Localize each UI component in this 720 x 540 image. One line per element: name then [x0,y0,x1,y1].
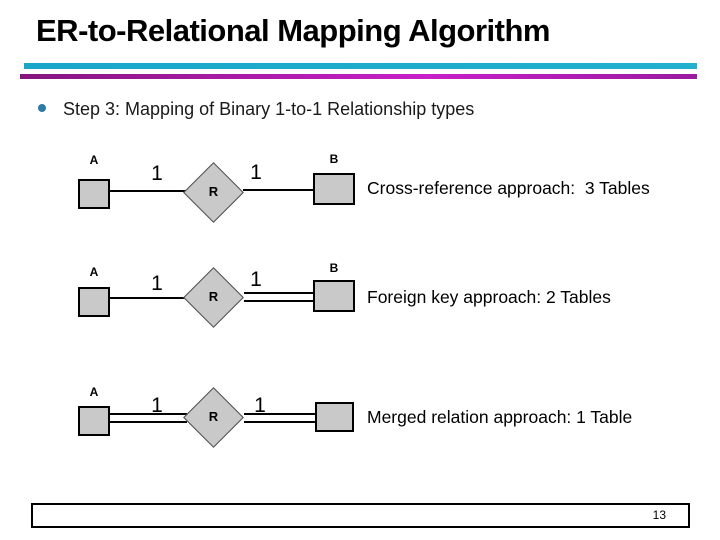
entity-b-box [313,173,355,205]
approach-caption: Cross-reference approach: 3 Tables [367,178,650,198]
entity-a-label: A [89,153,99,167]
entity-a-label: A [89,385,99,399]
entity-a-label: A [89,265,99,279]
bullet-text: Step 3: Mapping of Binary 1-to-1 Relatio… [63,99,475,119]
cardinality-right: 1 [254,394,266,417]
entity-b-box [315,402,354,432]
entity-a-box [78,406,110,436]
link-r-to-b-double [244,413,315,423]
relationship-label: R [208,409,219,424]
footer-box: 13 [31,503,690,528]
entity-b-box [313,280,355,312]
cardinality-right: 1 [250,268,262,291]
cardinality-left: 1 [151,162,163,185]
relationship-label: R [208,184,219,199]
bullet-dot-icon [38,104,46,112]
entity-a-box [78,287,110,317]
entity-a-box [78,179,110,209]
entity-b-label: B [329,261,339,275]
link-r-to-b [243,189,313,191]
relationship-label: R [208,289,219,304]
cardinality-left: 1 [151,394,163,417]
link-a-to-r [110,190,187,192]
link-r-to-b-double [244,292,313,302]
slide-title: ER-to-Relational Mapping Algorithm [36,13,550,48]
cardinality-right: 1 [250,161,262,184]
link-a-to-r [110,297,187,299]
link-a-to-r-double [110,413,187,423]
title-underline-cyan [24,63,697,69]
cardinality-left: 1 [151,272,163,295]
title-underline-magenta [20,74,697,79]
approach-caption: Merged relation approach: 1 Table [367,407,633,427]
entity-b-label: B [329,152,339,166]
page-number: 13 [652,508,666,522]
approach-caption: Foreign key approach: 2 Tables [367,287,611,307]
